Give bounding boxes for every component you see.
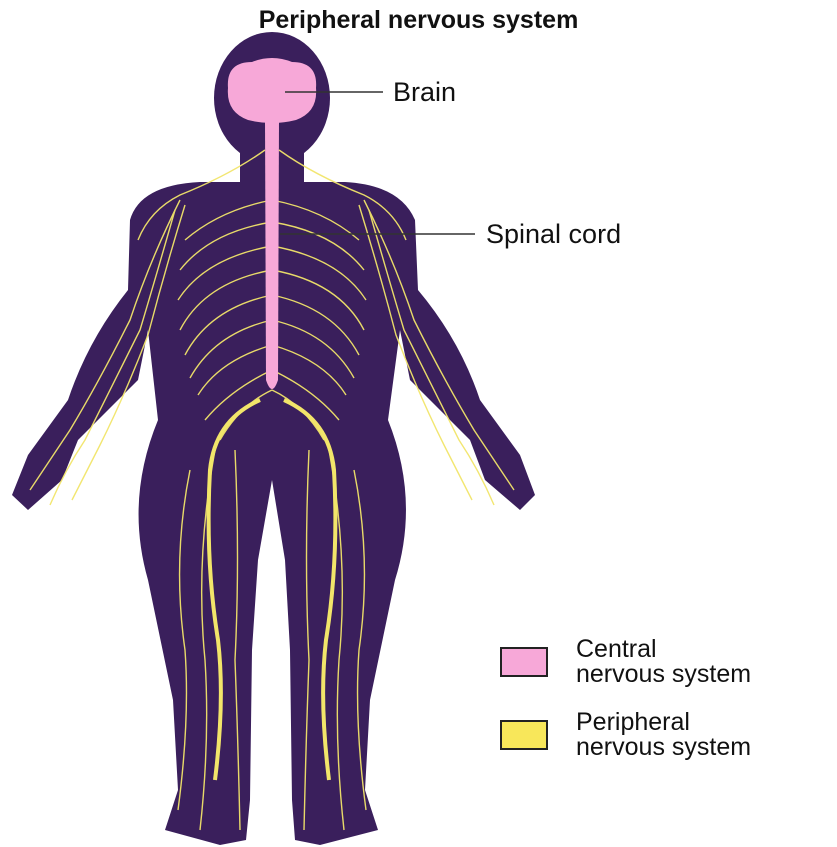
brain-shape bbox=[228, 58, 316, 123]
legend-swatch-peripheral bbox=[500, 720, 548, 750]
legend-label-central: Central nervous system bbox=[576, 637, 837, 687]
legend-swatch-central bbox=[500, 647, 548, 677]
spinal-cord-shape bbox=[265, 120, 279, 389]
spinal-cord-label: Spinal cord bbox=[486, 219, 621, 250]
legend-label-peripheral: Peripheral nervous system bbox=[576, 710, 837, 760]
brain-label: Brain bbox=[393, 77, 456, 108]
